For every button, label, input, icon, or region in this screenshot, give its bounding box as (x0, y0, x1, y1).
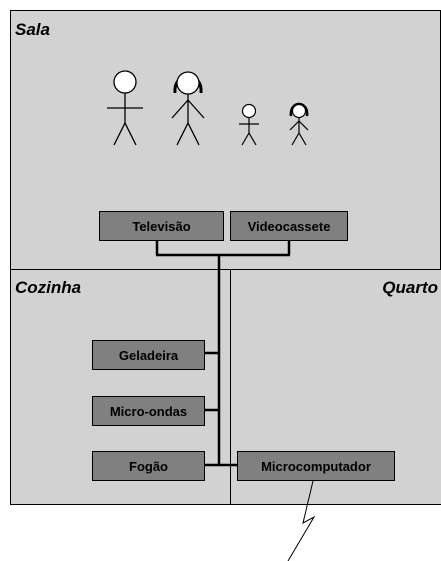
device-micro-ondas: Micro-ondas (92, 396, 205, 426)
child-boy-icon (239, 103, 259, 146)
device-microcomputador: Microcomputador (237, 451, 395, 481)
child-girl-icon (289, 102, 309, 146)
adult-man-icon (107, 70, 143, 146)
room-sala (10, 10, 441, 270)
device-videocassete: Videocassete (230, 211, 348, 241)
adult-woman-icon (171, 71, 205, 146)
room-label-sala: Sala (15, 20, 50, 39)
room-label-quarto: Quarto (382, 278, 438, 297)
device-geladeira: Geladeira (92, 340, 205, 370)
device-televisao: Televisão (99, 211, 224, 241)
room-label-cozinha: Cozinha (15, 278, 82, 297)
signal-zigzag-icon (287, 480, 316, 561)
device-fogao: Fogão (92, 451, 205, 481)
